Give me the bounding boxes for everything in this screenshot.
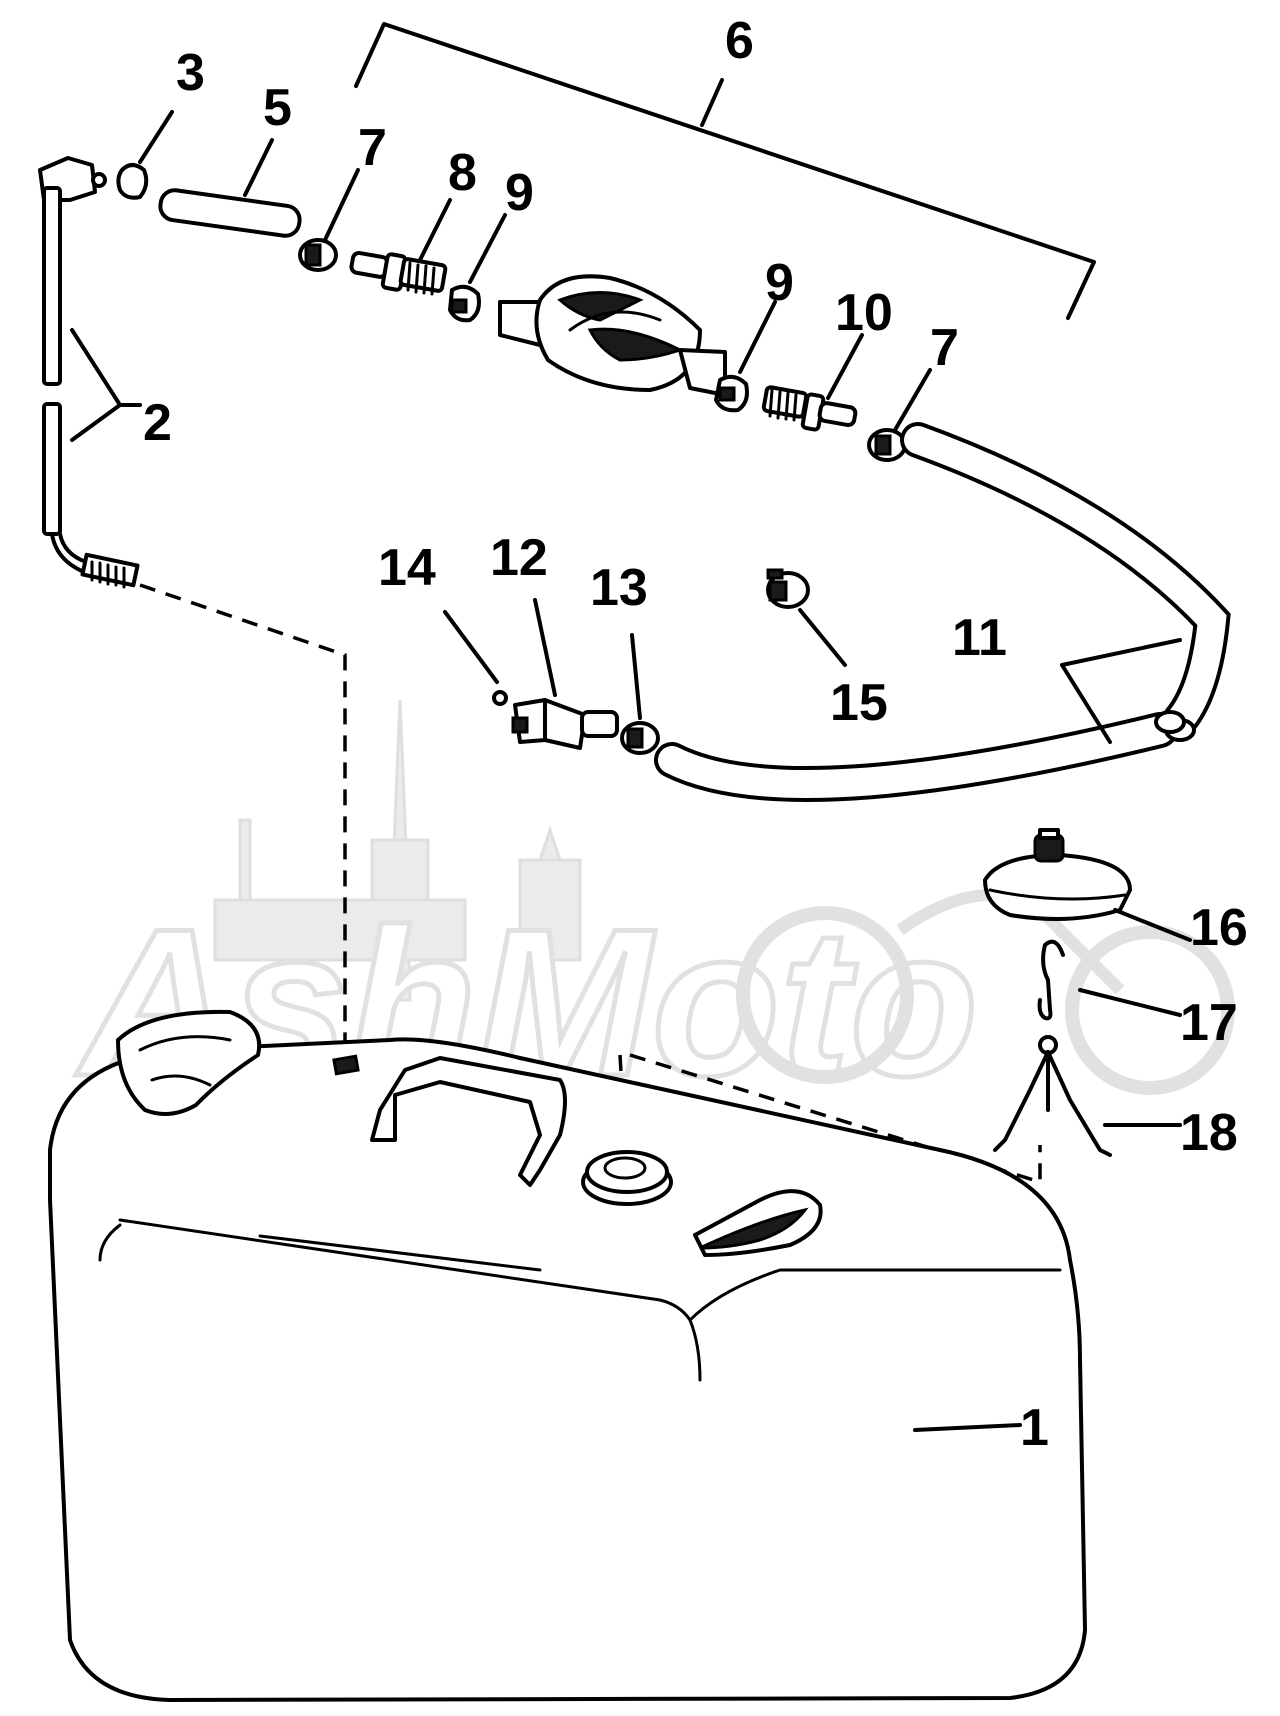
- callout-14: 14: [378, 539, 436, 597]
- clip-9-right: [714, 374, 749, 413]
- callout-8: 8: [448, 144, 477, 202]
- clamp-15: [766, 568, 810, 609]
- callout-7-right: 7: [930, 319, 959, 377]
- filler-cap-16: [983, 828, 1132, 921]
- primer-bulb: [498, 274, 727, 397]
- callout-12: 12: [490, 529, 548, 587]
- watermark-motorcycle: [736, 889, 1235, 1095]
- callout-10: 10: [835, 284, 893, 342]
- fitting-12: [511, 698, 619, 750]
- clip-9-left: [448, 284, 481, 323]
- s-hook-17: [1037, 939, 1065, 1021]
- callout-3: 3: [176, 44, 205, 102]
- fuel-tank-1: [48, 1009, 1087, 1702]
- callout-9-left: 9: [505, 164, 534, 222]
- callout-11: 11: [952, 609, 1007, 667]
- callout-13: 13: [590, 559, 648, 617]
- clamp-7-left: [298, 238, 338, 272]
- connector-leader: [70, 328, 122, 442]
- dashed-line-connector-to-tank: [139, 583, 347, 1062]
- callout-15: 15: [830, 674, 888, 732]
- callout-18: 18: [1180, 1104, 1238, 1162]
- fuel-connector: [38, 156, 140, 589]
- kit-bracket: [354, 22, 1096, 320]
- o-ring-14: [492, 690, 508, 706]
- callout-17: 17: [1180, 994, 1238, 1052]
- fitting-10: [761, 385, 858, 432]
- kit-bracket-leader: [700, 78, 724, 127]
- clamp-13: [620, 721, 660, 755]
- hose-5: [158, 188, 302, 238]
- callout-2: 2: [143, 394, 172, 452]
- watermark: AshMoto: [73, 699, 1235, 1123]
- clamp-7-right: [867, 428, 907, 462]
- callout-16: 16: [1190, 899, 1248, 957]
- fitting-8: [349, 250, 448, 296]
- callout-5: 5: [263, 79, 292, 137]
- callout-7-left: 7: [358, 119, 387, 177]
- callout-6: 6: [725, 12, 754, 70]
- hose-11-leader: [1060, 638, 1182, 744]
- callout-1: 1: [1020, 1399, 1049, 1457]
- clamp-3: [116, 163, 149, 200]
- retainer-18: [993, 1035, 1112, 1157]
- callout-9-right: 9: [765, 254, 794, 312]
- watermark-skyline: [213, 699, 582, 1002]
- hose-11: [654, 422, 1231, 802]
